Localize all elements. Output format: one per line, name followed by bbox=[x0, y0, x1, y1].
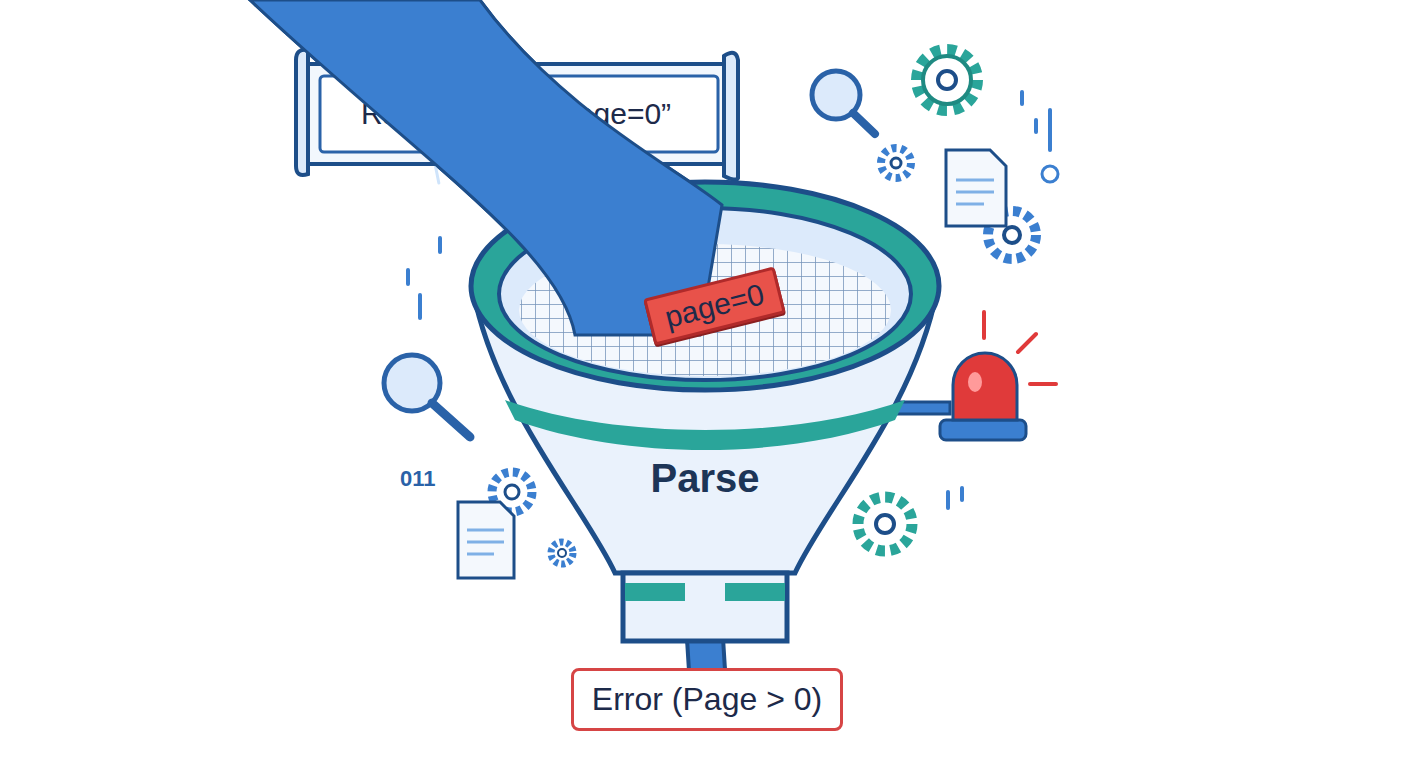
document-icon-part bbox=[956, 179, 994, 182]
gear-icon-part bbox=[1004, 227, 1020, 243]
funnel-outline-part bbox=[250, 0, 722, 335]
data-dashes-part bbox=[406, 270, 410, 284]
scroll-outline-part bbox=[724, 53, 738, 180]
data-dashes-part bbox=[960, 488, 964, 500]
document-icon-part bbox=[956, 191, 994, 194]
parse-funnel: Parsepage=0 bbox=[465, 178, 945, 643]
magnifier-icon-part bbox=[853, 113, 875, 134]
node-text: Parse bbox=[465, 456, 945, 501]
gear-icon-part bbox=[881, 148, 911, 178]
alarm-siren-part bbox=[953, 353, 1017, 420]
funnel-outline bbox=[465, 178, 945, 643]
magnifier-icon-part bbox=[432, 403, 470, 437]
data-dashes-part bbox=[1020, 92, 1024, 104]
data-dashes-part bbox=[418, 295, 422, 318]
gear-icon-part bbox=[923, 56, 971, 104]
alarm-siren-part bbox=[1030, 382, 1056, 386]
document-icon-part bbox=[467, 529, 504, 532]
gear-icon-part bbox=[917, 50, 977, 110]
data-dashes-part bbox=[1048, 110, 1052, 150]
binary-label: 011 bbox=[400, 466, 436, 492]
data-dashes-part bbox=[438, 238, 442, 252]
funnel-outline-part bbox=[505, 400, 905, 450]
pipe-connector bbox=[705, 639, 707, 670]
alarm-siren-part bbox=[1018, 334, 1036, 352]
alarm-siren-part bbox=[940, 420, 1026, 440]
gear-icon-part bbox=[551, 542, 573, 564]
funnel-outline-part bbox=[625, 583, 685, 601]
data-dashes-part bbox=[1034, 120, 1038, 132]
document-icon-part bbox=[458, 502, 514, 578]
document-icon-part bbox=[946, 150, 1006, 226]
funnel-outline-part bbox=[623, 573, 787, 641]
pipe-stroke bbox=[705, 639, 707, 670]
document-icon-part bbox=[467, 541, 504, 544]
gear-icon-part bbox=[858, 497, 912, 551]
funnel-outline-part-part bbox=[250, 0, 722, 335]
error-box: Error (Page > 0) bbox=[571, 668, 843, 731]
funnel-outline-part bbox=[725, 583, 785, 601]
pipe-stroke bbox=[705, 639, 707, 670]
document-icon-part bbox=[956, 203, 984, 206]
gear-icon-part bbox=[938, 71, 956, 89]
document-icon-part bbox=[467, 553, 494, 556]
gear-icon-part bbox=[505, 485, 519, 499]
alarm-siren-part bbox=[982, 312, 986, 338]
node-text: Error (Page > 0) bbox=[592, 681, 822, 718]
data-dashes-part bbox=[946, 492, 950, 508]
gear-icon-part bbox=[558, 549, 566, 557]
gear-icon-part bbox=[891, 158, 901, 168]
gear-icon-part bbox=[876, 515, 894, 533]
data-dashes-part bbox=[1042, 166, 1058, 182]
alarm-siren-part bbox=[968, 372, 982, 392]
scroll-outline-part bbox=[296, 50, 308, 175]
